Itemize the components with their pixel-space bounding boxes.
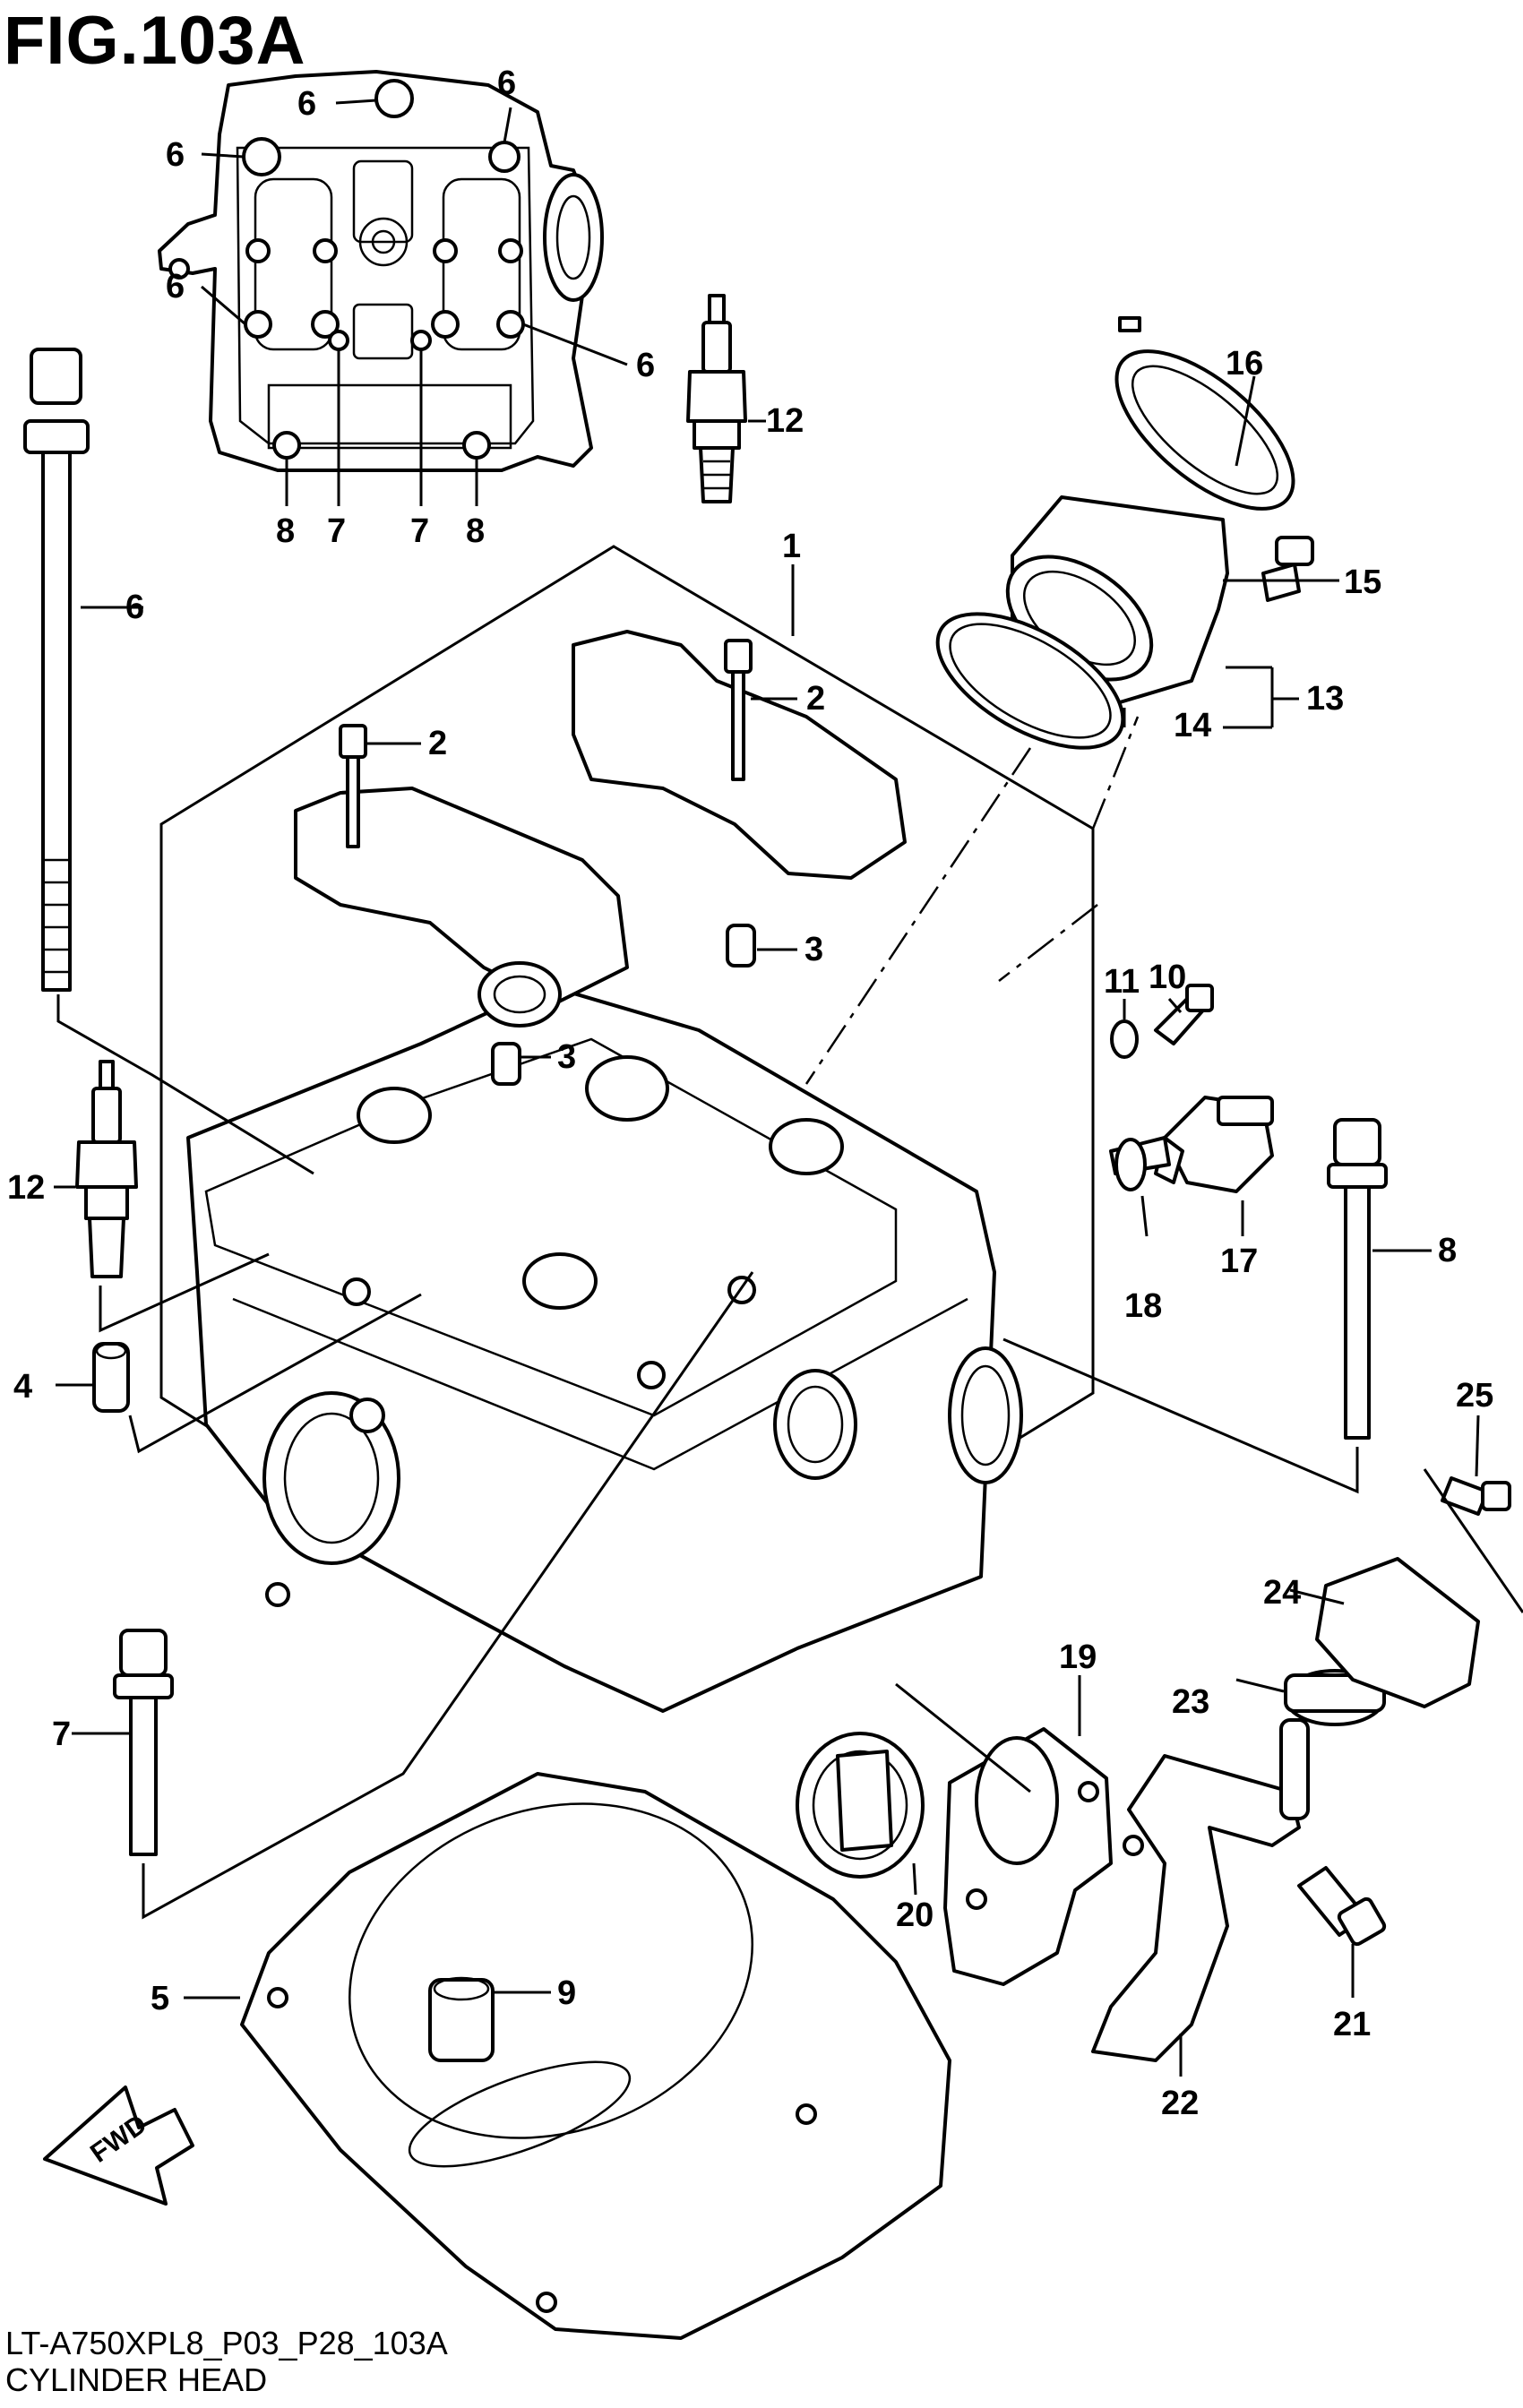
callout-13: 13 (1306, 680, 1344, 718)
main-leaders (367, 375, 1339, 1059)
thermostat (796, 1732, 925, 1879)
callout-24: 24 (1263, 1574, 1301, 1612)
head-gasket (240, 1772, 951, 2340)
callout-16: 16 (1226, 345, 1263, 383)
callout-2: 2 (806, 680, 825, 718)
callout-5: 5 (151, 1980, 169, 2017)
callout-1: 1 (782, 528, 801, 565)
joint-24 (1315, 1557, 1480, 1708)
dowel-pin-a (491, 1042, 521, 1086)
bolt-8 (1327, 1118, 1388, 1440)
callout-7: 7 (410, 512, 429, 550)
callout-6: 6 (166, 136, 185, 174)
callout-6: 6 (125, 589, 144, 626)
washer-11 (1110, 1019, 1139, 1059)
callout-8: 8 (1438, 1232, 1457, 1269)
dowel-pin-b (726, 924, 756, 968)
callout-15: 15 (1344, 563, 1381, 601)
callout-12: 12 (766, 402, 804, 440)
bracket-22 (1091, 1754, 1301, 2062)
bolt-10 (1154, 984, 1214, 1045)
sensor-washer (1114, 1138, 1147, 1191)
cylinder-head-top-view (158, 70, 604, 472)
callout-8: 8 (276, 512, 295, 550)
forward-arrow (43, 2086, 194, 2206)
thermostat-cover (943, 1727, 1113, 1986)
callout-7: 7 (52, 1716, 71, 1753)
bolt-25 (1441, 1476, 1511, 1516)
callout-18: 18 (1124, 1287, 1162, 1325)
bolt-7 (113, 1629, 174, 1856)
callout-11: 11 (1104, 963, 1140, 1001)
callout-20: 20 (896, 1896, 934, 1934)
callout-10: 10 (1149, 959, 1186, 996)
figure-title: FIG.103A (4, 3, 306, 79)
callout-7: 7 (327, 512, 346, 550)
callout-22: 22 (1161, 2085, 1199, 2122)
diagram-code: LT-A750XPL8_P03_P28_103A (5, 2325, 448, 2361)
callout-6: 6 (166, 268, 185, 305)
spark-plug-lower (75, 1060, 138, 1278)
bolt-21 (1297, 1866, 1387, 1947)
callout-21: 21 (1333, 2006, 1371, 2043)
callout-labels: 6 6 6 6 6 8 7 7 8 12 16 15 13 14 1 2 2 3… (7, 64, 1493, 2122)
top-view-leaders (201, 99, 628, 506)
callout-12: 12 (7, 1169, 45, 1207)
callout-9: 9 (557, 1974, 576, 2012)
callout-23: 23 (1172, 1683, 1209, 1721)
callout-3: 3 (557, 1038, 576, 1076)
callout-14: 14 (1174, 707, 1211, 744)
callout-6: 6 (636, 347, 655, 384)
callout-8: 8 (466, 512, 485, 550)
callout-17: 17 (1220, 1243, 1258, 1280)
long-bolt-6 (23, 348, 90, 992)
spark-plug-upper (686, 294, 747, 503)
callout-6: 6 (297, 85, 316, 123)
callout-3: 3 (805, 931, 823, 968)
cam-cap-bolts (339, 639, 753, 848)
intake-pipe-assembly (935, 316, 1314, 750)
diagram-name: CYLINDER HEAD (5, 2361, 268, 2398)
callout-25: 25 (1456, 1377, 1493, 1415)
callout-19: 19 (1059, 1638, 1097, 1676)
pipe-23 (1279, 1669, 1386, 1820)
callout-4: 4 (13, 1368, 32, 1406)
callout-2: 2 (428, 725, 447, 762)
callout-6: 6 (497, 64, 516, 102)
cylinder-head-assembly (159, 545, 1140, 1713)
dowel-pin-4 (92, 1342, 130, 1413)
dowel-pin-9 (428, 1976, 495, 2062)
